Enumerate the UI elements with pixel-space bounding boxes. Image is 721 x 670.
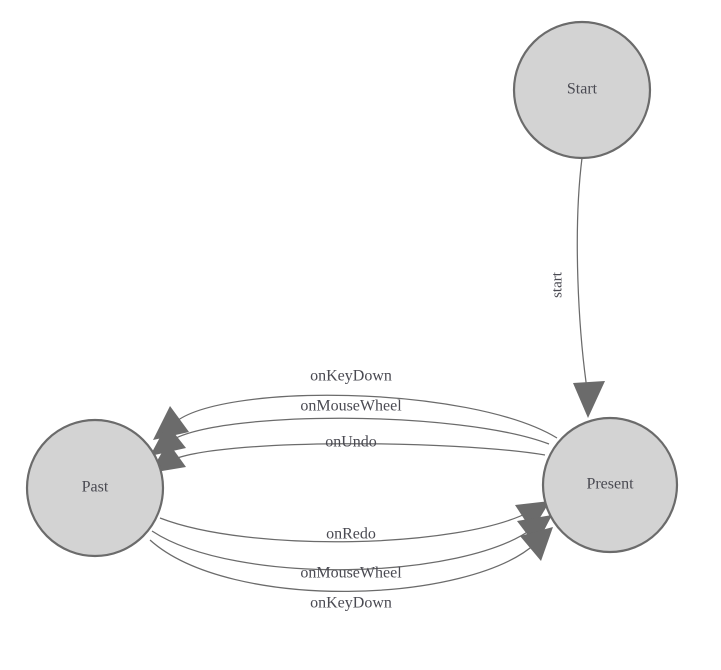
edge-present-to-past-onkeydown[interactable] xyxy=(153,394,558,440)
node-present-label: Present xyxy=(586,476,634,493)
node-past[interactable]: Past xyxy=(25,418,165,558)
edge-past-to-present-onmousewheel-path xyxy=(151,527,534,571)
edge-past-to-present-onredo-path xyxy=(159,511,530,543)
arrowhead-present-to-past-onmousewheel xyxy=(150,424,186,456)
edge-start-to-present[interactable]: start xyxy=(549,157,605,418)
node-present-circle xyxy=(541,416,679,554)
arrowhead-start-to-present xyxy=(573,381,605,418)
arrowhead-past-to-present-onkeydown xyxy=(520,527,553,561)
node-start-label: Start xyxy=(567,81,598,98)
edge-past-to-present-onredo[interactable] xyxy=(159,501,550,543)
edge-label-past-present-onmousewheel: onMouseWheel xyxy=(300,565,402,582)
edge-present-to-past-onkeydown-path xyxy=(171,394,558,439)
edge-label-past-present-onkeydown: onKeyDown xyxy=(310,595,392,612)
node-past-circle xyxy=(25,418,165,558)
edge-past-to-present-onkeydown[interactable] xyxy=(149,527,553,592)
node-start[interactable]: Start xyxy=(512,20,652,160)
edge-start-to-present-path xyxy=(576,157,589,397)
edge-past-to-present-onmousewheel[interactable] xyxy=(151,515,552,571)
arrowhead-past-to-present-onmousewheel xyxy=(517,515,552,546)
node-past-label: Past xyxy=(82,479,109,496)
edge-present-to-past-onundo-path xyxy=(169,443,546,462)
edge-present-to-past-onmousewheel[interactable] xyxy=(150,417,550,456)
edge-past-to-present-onkeydown-path xyxy=(149,539,537,592)
arrowhead-past-to-present-onredo xyxy=(515,501,550,531)
node-start-circle xyxy=(512,20,652,160)
edge-label-start: start xyxy=(549,271,565,298)
edge-label-present-past-onmousewheel: onMouseWheel xyxy=(300,398,402,415)
node-present[interactable]: Present xyxy=(541,416,679,554)
arrowhead-present-to-past-onkeydown xyxy=(153,406,189,440)
edge-label-present-past-onundo: onUndo xyxy=(325,434,377,451)
edge-present-to-past-onmousewheel-path xyxy=(168,417,550,445)
edge-label-present-past-onkeydown: onKeyDown xyxy=(310,368,392,385)
edge-label-past-present-onredo: onRedo xyxy=(326,526,376,543)
